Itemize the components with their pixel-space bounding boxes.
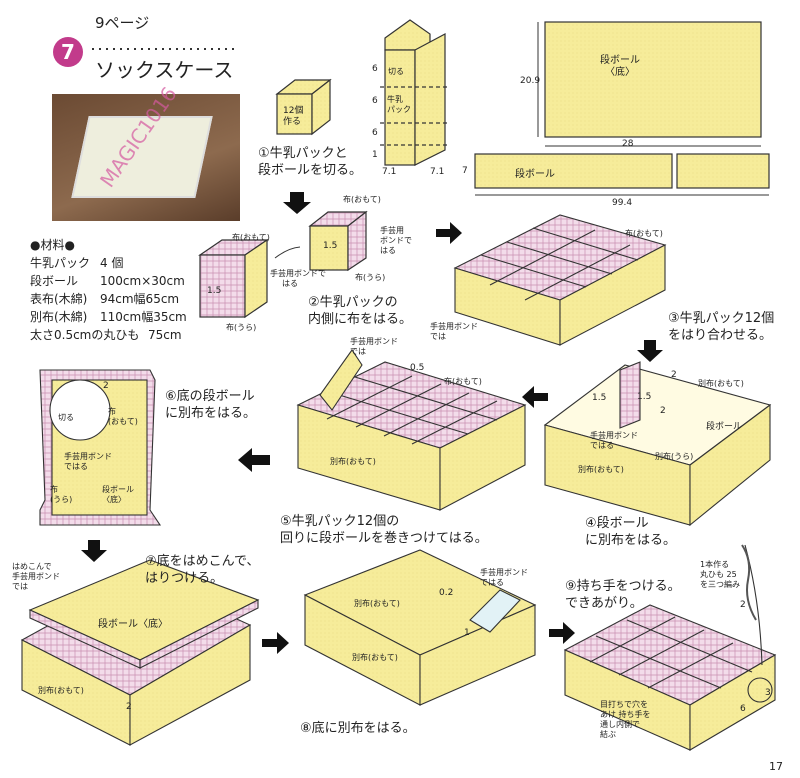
milk-box-small xyxy=(275,78,332,136)
label-step5-cloth-front: 布(おもて) xyxy=(444,377,482,386)
step-9-text: ⑨持ち手をつける。できあがり。 xyxy=(565,579,681,611)
step-6-text: ⑥底の段ボールに別布をはる。 xyxy=(165,389,257,421)
label-cloth-back-a: 布(うら) xyxy=(355,273,386,282)
label-step6-cloth-front: 布(おもて) xyxy=(108,407,138,426)
step5-box xyxy=(296,349,527,511)
step7-box xyxy=(20,559,260,746)
dim-6a: 6 xyxy=(372,64,378,74)
page-number: 17 xyxy=(769,760,783,773)
cardboard-bottom-piece xyxy=(544,21,762,138)
step-4-text: ④段ボールに別布をはる。 xyxy=(585,516,677,548)
dim-1b: 1 xyxy=(464,628,470,638)
label-cloth-front-c: 布(おもて) xyxy=(625,229,663,238)
label-bond-a-b: はる xyxy=(282,279,298,288)
material-item: 表布(木綿)94cm幅65cm xyxy=(30,292,180,306)
label-step4-betsu-back: 別布(うら) xyxy=(655,452,694,461)
dim-2b: 2 xyxy=(660,406,666,416)
dim-99-4: 99.4 xyxy=(612,198,633,208)
label-milk-pack: 牛乳パック xyxy=(387,95,411,114)
label-cloth-front-a: 布(おもて) xyxy=(232,233,270,242)
dim-2c: 2 xyxy=(103,381,109,391)
dim-1-5b: 1.5 xyxy=(207,286,222,296)
label-bond-d: 手芸用ボンドでは xyxy=(350,337,398,356)
step4-tray xyxy=(543,361,772,527)
label-cardboard-bottom: 段ボール〈底〉 xyxy=(600,55,640,78)
step-5-text: ⑤牛乳パック12個の回りに段ボールを巻きつけてはる。 xyxy=(280,514,488,546)
step8-box xyxy=(303,549,537,706)
dim-2a: 2 xyxy=(671,370,677,380)
step-3-text: ③牛乳パック12個をはり合わせる。 xyxy=(668,311,775,343)
material-item: 別布(木綿)110cm幅35cm xyxy=(30,310,187,324)
label-step8-betsu-front-a: 別布(おもて) xyxy=(354,599,400,608)
label-step4-cardboard: 段ボール xyxy=(706,422,743,432)
label-handle-attach: 目打ちで穴をあけ 持ち手を通し内側で結ぶ xyxy=(600,700,651,739)
dim-1-5c: 1.5 xyxy=(592,393,607,403)
materials-heading: ●材料● xyxy=(30,238,75,252)
dim-6: 6 xyxy=(740,704,746,714)
finished-photo xyxy=(52,94,240,221)
label-step6-cardboard: 段ボール〈底〉 xyxy=(102,485,134,504)
label-cloth-back-b: 布(うら) xyxy=(226,323,257,332)
step-2-text: ②牛乳パックの内側に布をはる。 xyxy=(308,295,413,327)
label-step6-cloth-back: 布(うら) xyxy=(50,485,73,504)
label-step6-bond: 手芸用ボンドではる xyxy=(64,452,112,471)
label-cloth-front-b: 布(おもて) xyxy=(343,195,381,204)
dim-7-1a: 7.1 xyxy=(382,167,397,177)
step2-cube-b xyxy=(308,210,368,272)
page-reference: 9ページ xyxy=(95,14,150,32)
step2-cube-a xyxy=(198,238,269,319)
milk-carton xyxy=(380,19,450,166)
label-step5-betsu-front: 別布(おもて) xyxy=(330,457,376,466)
step-number-badge: 7 xyxy=(53,37,83,67)
dim-1-5a: 1.5 xyxy=(323,241,338,251)
step6-panel xyxy=(39,369,162,526)
arrows xyxy=(81,192,663,654)
dim-7: 7 xyxy=(462,166,468,176)
label-step7-cardboard: 段ボール〈底〉 xyxy=(98,619,168,630)
dim-7-1b: 7.1 xyxy=(430,167,445,177)
label-bond-c: 手芸用ボンドでは xyxy=(430,322,478,341)
project-title: ソックスケース xyxy=(95,58,234,82)
label-bond-b: 手芸用ボンドではる xyxy=(380,226,412,255)
label-step7-fit: はめこんで手芸用ボンドでは xyxy=(12,562,60,591)
step9-box xyxy=(563,544,777,751)
label-step4-betsu-front-b: 別布(おもて) xyxy=(578,465,624,474)
dim-6b: 6 xyxy=(372,96,378,106)
label-bond-a: 手芸用ボンドで xyxy=(270,269,326,278)
dim-0-2: 0.2 xyxy=(439,588,454,598)
step-1-text: ①牛乳パックと段ボールを切る。 xyxy=(258,146,363,178)
dim-1: 1 xyxy=(372,150,378,160)
dim-28: 28 xyxy=(622,139,634,149)
label-step4-bond: 手芸用ボンドではる xyxy=(590,431,638,450)
dim-2d: 2 xyxy=(126,702,132,712)
label-cut: 切る xyxy=(388,67,404,76)
label-step6-cut: 切る xyxy=(58,413,74,422)
label-cardboard-strip: 段ボール xyxy=(515,169,555,180)
label-step7-betsu-front: 別布(おもて) xyxy=(38,686,84,695)
cardboard-strip-right xyxy=(676,153,770,189)
step-7-text: ⑦底をはめこんで、はりつける。 xyxy=(145,554,260,586)
cardboard-strip-left xyxy=(474,153,673,189)
label-step4-betsu-front: 別布(おもて) xyxy=(698,379,744,388)
dim-1-5d: 1.5 xyxy=(637,392,652,402)
dim-3: 3 xyxy=(765,688,771,698)
label-step8-bond: 手芸用ボンドではる xyxy=(480,568,528,587)
step3-grid-box xyxy=(453,214,667,346)
label-make-12: 12個作る xyxy=(283,106,304,127)
dim-20-9: 20.9 xyxy=(520,76,541,86)
dim-6c: 6 xyxy=(372,128,378,138)
dim-2e: 2 xyxy=(740,600,746,610)
step-8-text: ⑧底に別布をはる。 xyxy=(300,721,416,736)
dim-0-5: 0.5 xyxy=(410,363,425,373)
label-step8-betsu-front-b: 別布(おもて) xyxy=(352,653,398,662)
